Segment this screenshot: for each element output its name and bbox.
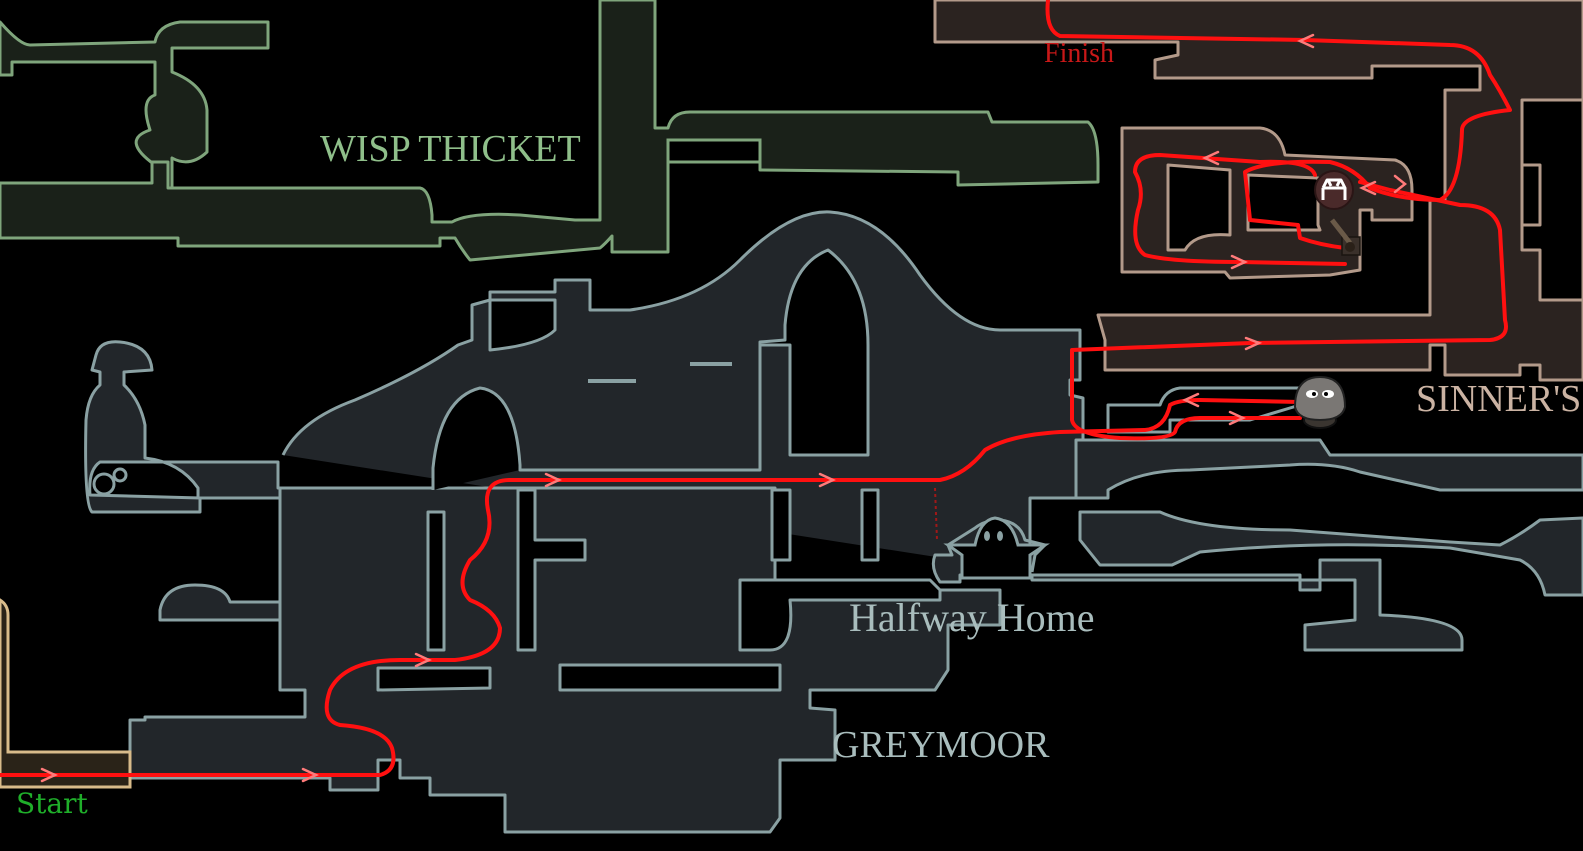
area-label-wisp-thicket: WISP THICKET — [320, 128, 581, 170]
ring-marker — [92, 472, 116, 496]
arrow-right — [40, 767, 58, 783]
dashed-hint — [934, 487, 938, 541]
npc-icon[interactable] — [1293, 375, 1347, 429]
route-path — [0, 0, 1512, 783]
arrow-right — [301, 767, 319, 783]
arrow-left — [1202, 150, 1220, 166]
route-start-label: Start — [16, 787, 88, 820]
arrow-right — [1230, 254, 1248, 270]
arrow-right — [414, 652, 432, 668]
arrow-left — [1297, 33, 1315, 49]
sinners-road-region — [933, 0, 1583, 382]
arrow-left — [1182, 392, 1200, 408]
start-corridor — [0, 598, 132, 789]
arrow-right — [544, 472, 562, 488]
greymoor-region — [84, 210, 1583, 834]
area-label-sinners-road: SINNER'S — [1416, 378, 1582, 420]
arrow-left — [1359, 180, 1377, 196]
ring-marker — [112, 467, 128, 483]
route-finish-label: Finish — [1044, 38, 1115, 69]
halfway-home-icon[interactable] — [943, 516, 1050, 580]
area-label-greymoor: GREYMOOR — [832, 724, 1050, 766]
area-label-halfway-home: Halfway Home — [849, 595, 1095, 640]
arrow-right — [1228, 410, 1246, 426]
bench-icon[interactable] — [1314, 170, 1354, 210]
arrow-right — [1244, 336, 1263, 351]
cannon-icon[interactable] — [1330, 218, 1361, 256]
arrow-right — [818, 472, 836, 488]
wisp-thicket-region — [0, 0, 1100, 262]
arrow-right — [1393, 174, 1408, 194]
